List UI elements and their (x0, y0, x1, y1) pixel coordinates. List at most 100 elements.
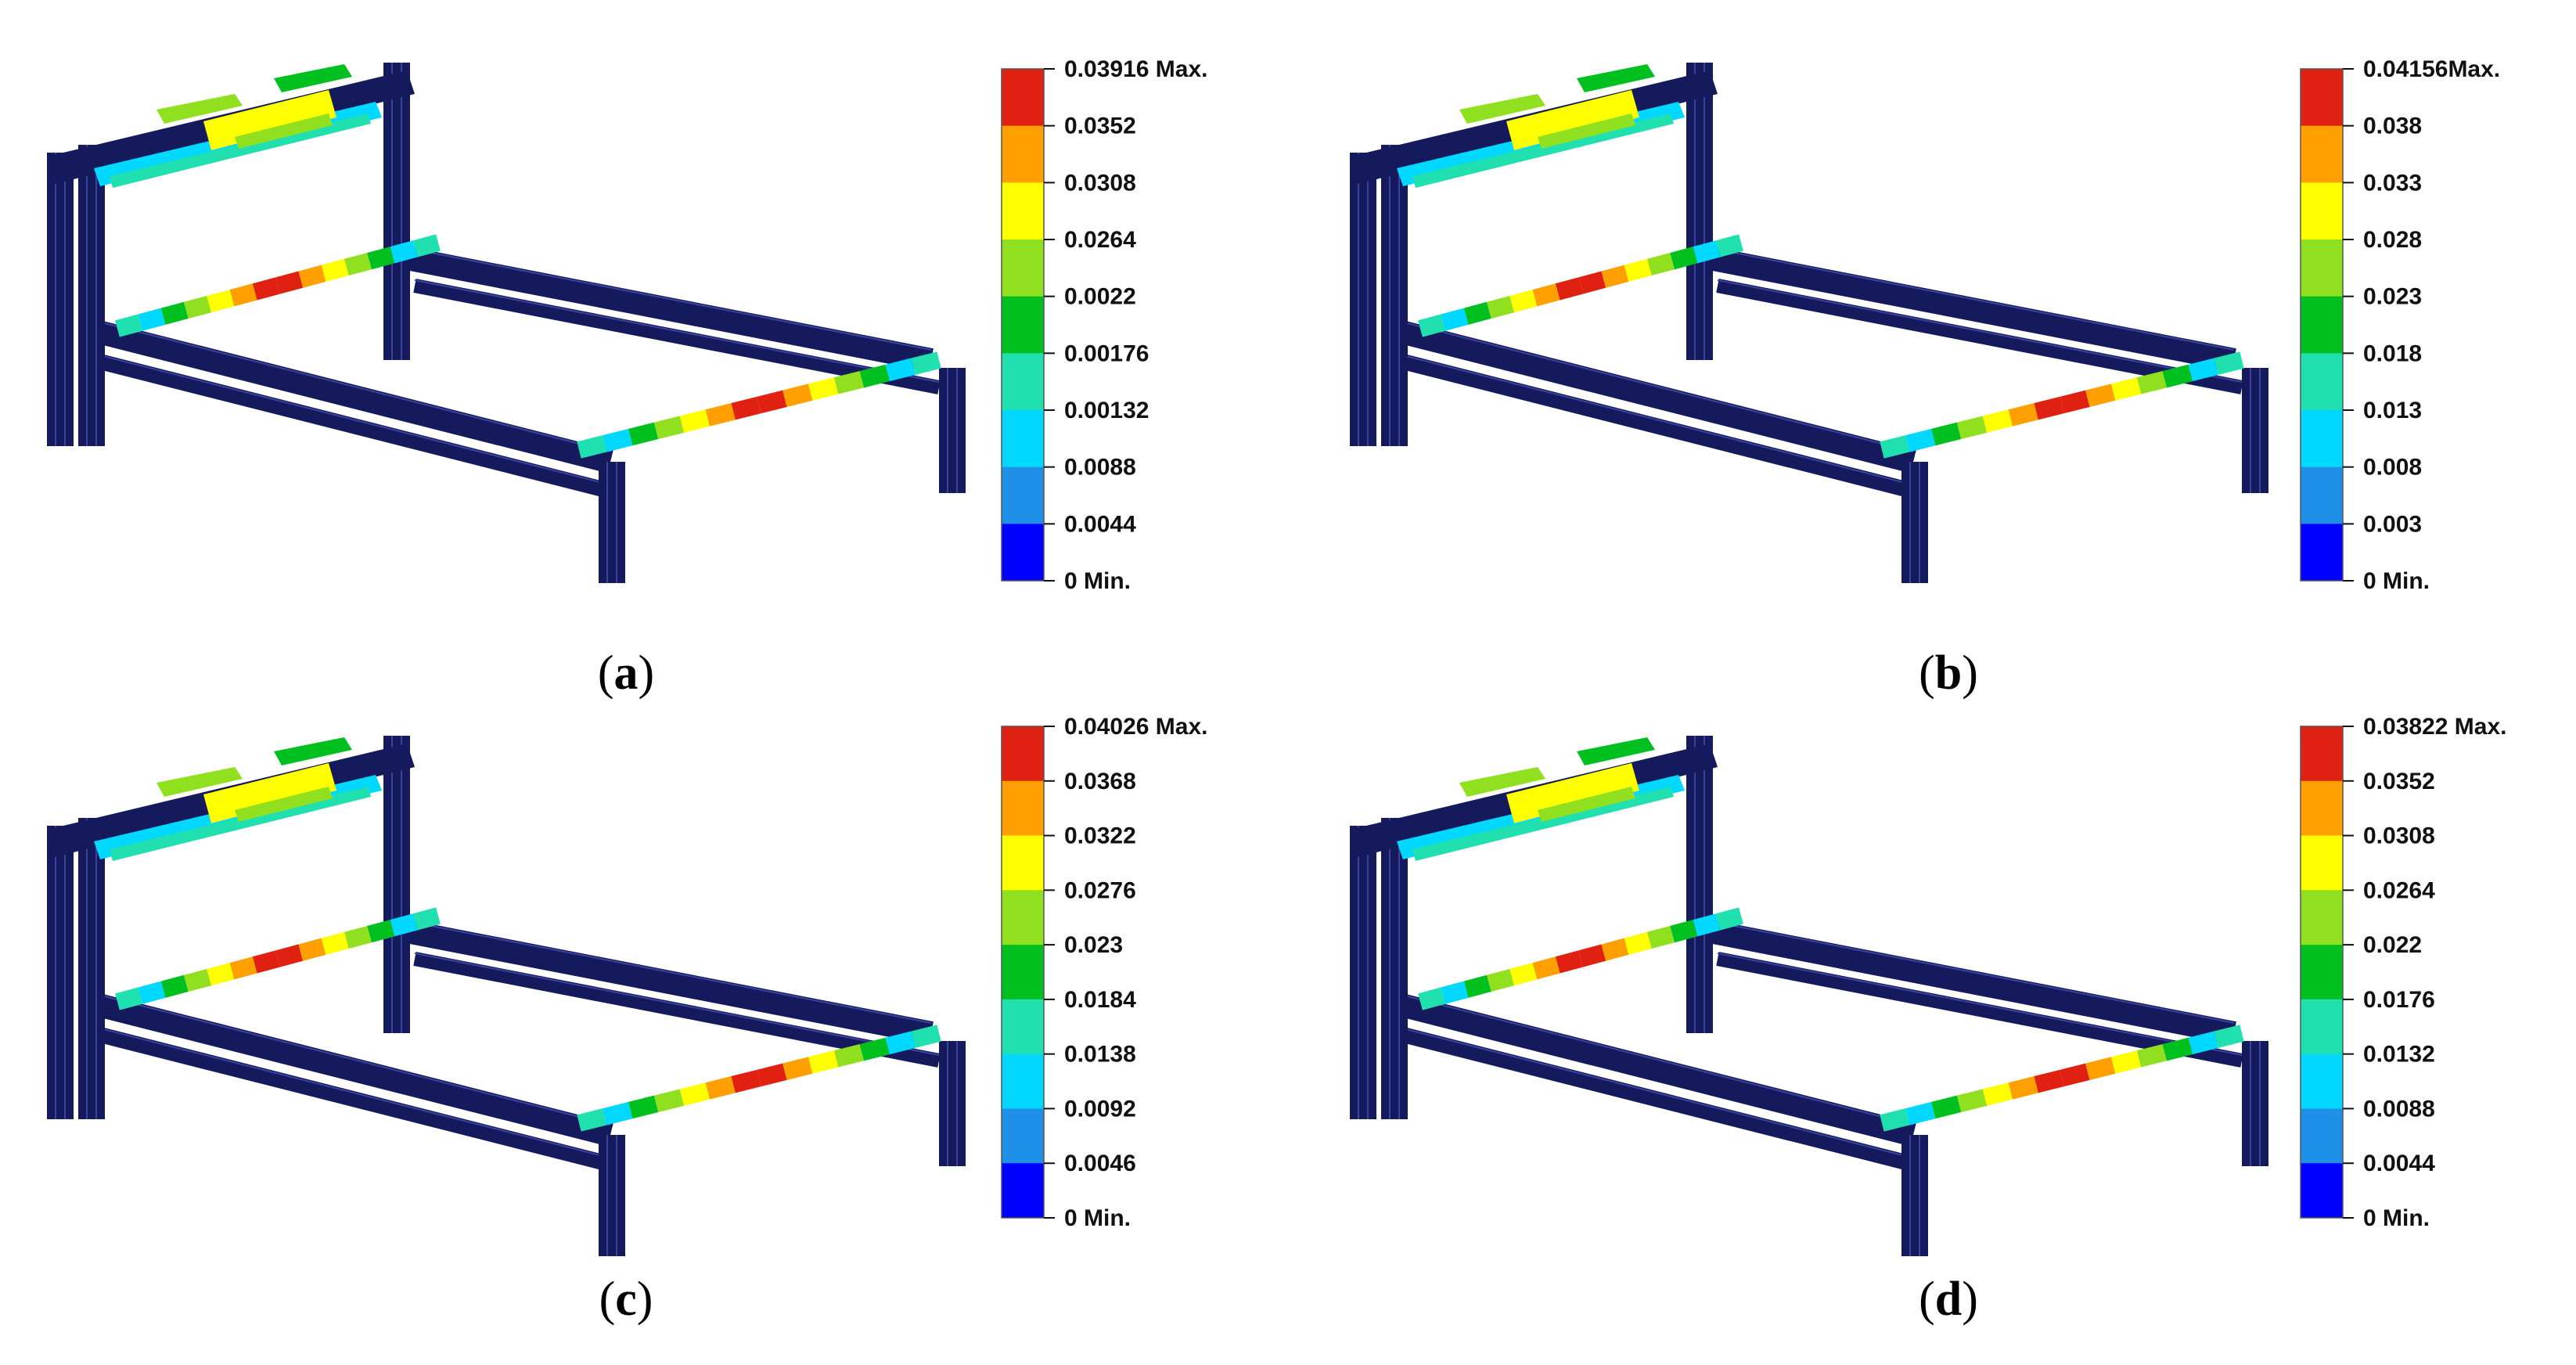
right-cross-beam-segment (2136, 1043, 2168, 1068)
front-long-beam (1386, 317, 1916, 474)
left-rear-post (383, 63, 410, 360)
panel-caption: (c) (599, 1273, 653, 1326)
scale-band (1002, 182, 1044, 240)
scale-band (2301, 1163, 2343, 1219)
scale-border (2300, 726, 2344, 1219)
scale-label: 0.0044 (2363, 1151, 2435, 1176)
scale-label: 0.0308 (2363, 823, 2435, 849)
right-cross-beam-segment (1905, 1101, 1936, 1125)
left-cross-beam-segment (321, 931, 349, 955)
right-cross-beam-segment (2111, 1050, 2142, 1074)
color-scale-bar (1001, 726, 1045, 1219)
scale-band (1002, 240, 1044, 297)
right-rear-leg (2242, 1041, 2268, 1166)
right-cross-beam-segment (911, 1025, 941, 1048)
left-rear-post (1686, 736, 1713, 1033)
color-scale-labels: 0.04156Max.0.0380.0330.0280.0230.0180.01… (2343, 56, 2500, 594)
rear-beam-lower (413, 279, 941, 394)
scale-band (2301, 1108, 2343, 1164)
right-cross-beam-segment (577, 435, 607, 459)
left-cross-beam-segment (184, 295, 211, 319)
scale-label: 0.003 (2363, 511, 2422, 537)
left-cross-beam-segment (344, 925, 372, 949)
right-front-leg (599, 1135, 625, 1256)
scale-band (1002, 410, 1044, 468)
scale-label: 0.00132 (1064, 398, 1149, 423)
left-cross-beam-segment (1601, 265, 1629, 288)
carriage-block (1577, 64, 1655, 92)
right-front-leg (1901, 462, 1928, 583)
left-cross-beam-segment (298, 938, 326, 961)
scale-label: 0.023 (1064, 932, 1123, 958)
front-long-beam-lower-edge (1396, 1026, 1922, 1161)
rear-beam (405, 920, 934, 1045)
scale-label: 0.008 (2363, 455, 2422, 481)
left-cross-beam-segment (1670, 920, 1698, 943)
right-cross-beam-segment (1905, 428, 1936, 452)
scale-band (2301, 780, 2343, 837)
right-cross-beam-segment (1880, 1108, 1910, 1132)
rear-beam-lower-edge (414, 279, 940, 383)
scale-band (1002, 466, 1044, 524)
right-cross-beam-segment (679, 1082, 710, 1106)
left-cross-beam-segment (160, 974, 189, 998)
scale-label: 0.038 (2363, 113, 2422, 139)
front-long-beam-edge (85, 991, 611, 1125)
scale-band (1002, 1163, 1044, 1219)
scale-border (1001, 68, 1045, 582)
left-rear-post (383, 736, 410, 1033)
scale-label: 0.0264 (1064, 227, 1136, 253)
left-rear-post (1686, 63, 1713, 360)
left-cross-beam-segment (1441, 981, 1469, 1004)
right-cross-beam-segment (2111, 377, 2142, 401)
scale-label: 0 Min. (1064, 568, 1131, 594)
left-cross-beam-segment (1624, 931, 1652, 955)
right-front-leg (599, 462, 625, 583)
rear-beam-lower-edge (1717, 953, 2243, 1056)
scale-label: 0.0322 (1064, 823, 1136, 849)
left-cross-beam-segment (412, 234, 441, 258)
left-cross-beam-segment (1578, 944, 1606, 967)
left-cross-beam-segment (207, 963, 235, 986)
right-cross-beam-segment (859, 1037, 890, 1061)
scale-label: 0.0132 (2363, 1042, 2435, 1068)
bed-frame (47, 63, 966, 583)
left-cross-beam-segment (1463, 974, 1491, 998)
carriage-block (203, 763, 336, 823)
frame-model (1350, 736, 2268, 1256)
color-scale-labels: 0.04026 Max.0.03680.03220.02760.0230.018… (1044, 714, 1207, 1231)
rear-beam (1707, 247, 2236, 372)
carriage-block (274, 737, 352, 765)
left-cross-beam-segment (1487, 295, 1514, 319)
scale-label: 0.0184 (1064, 987, 1136, 1013)
left-cross-beam-segment (1418, 987, 1446, 1010)
left-cross-beam-segment (1693, 240, 1721, 264)
right-cross-beam-segment (705, 403, 736, 427)
scale-label: 0.0352 (1064, 113, 1136, 139)
scale-label: 0.0352 (2363, 769, 2435, 794)
rear-beam-edge (406, 920, 932, 1024)
right-rear-leg (939, 368, 966, 493)
right-cross-beam-segment (2188, 358, 2218, 382)
carriage-block (1538, 113, 1635, 149)
scale-label: 0.0092 (1064, 1096, 1136, 1122)
right-rear-leg (939, 1041, 966, 1166)
left-cross-beam-segment (367, 247, 395, 270)
color-scale-bar (1001, 68, 1045, 582)
left-cross-beam-segment (1647, 925, 1675, 949)
left-cross-beam-segment (275, 944, 304, 967)
carriage-block (157, 94, 243, 124)
scale-label: 0.0088 (2363, 1096, 2435, 1122)
right-cross-beam-segment (808, 1050, 839, 1074)
left-front-post-inner (78, 145, 105, 446)
scale-label: 0.0308 (1064, 170, 1136, 196)
left-cross-beam-segment (1647, 252, 1675, 276)
right-cross-beam-segment (833, 370, 865, 394)
left-front-post-inner (1381, 145, 1408, 446)
left-cross-beam-segment (298, 265, 326, 288)
left-cross-beam-segment (229, 283, 257, 307)
right-cross-beam-segment (653, 416, 685, 440)
scale-label: 0.0264 (2363, 877, 2435, 903)
right-cross-beam-segment (783, 1057, 813, 1080)
